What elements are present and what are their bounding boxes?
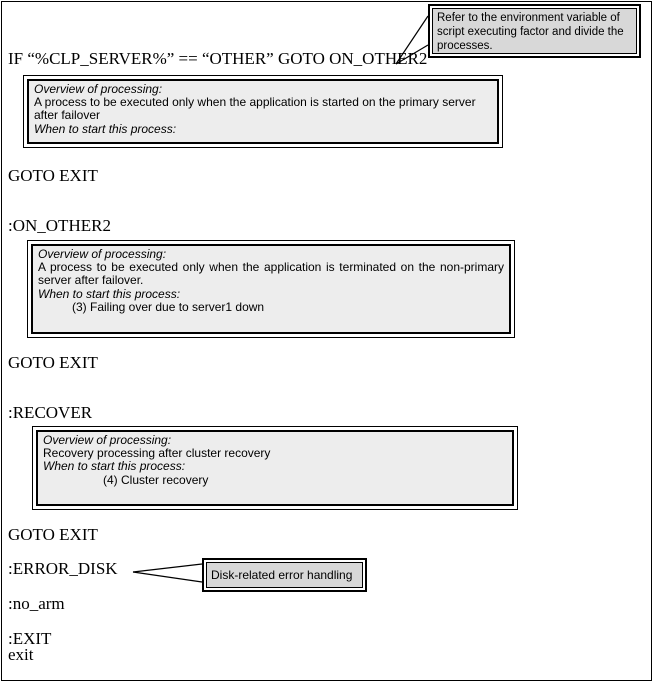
- script-label-no-arm: :no_arm: [8, 594, 65, 613]
- overview-label: Overview of processing:: [38, 247, 167, 261]
- when-to-start-label: When to start this process:: [38, 286, 181, 301]
- when-to-start-item: (3) Failing over due to server1 down: [72, 299, 265, 314]
- overview-text-line: server after failover.: [38, 273, 144, 288]
- overview-text-line: A process to be executed only when the a…: [34, 95, 476, 110]
- script-line-goto-exit-3: GOTO EXIT: [8, 525, 98, 544]
- when-to-start-label: When to start this process:: [43, 459, 186, 474]
- script-line-goto-exit-2: GOTO EXIT: [8, 353, 98, 372]
- script-line-exit-command: exit: [8, 645, 34, 664]
- callout-disk-error-text: Disk-related error handling: [206, 562, 363, 588]
- script-label-error-disk: :ERROR_DISK: [8, 559, 118, 578]
- overview-label: Overview of processing:: [43, 433, 172, 447]
- script-line-if-other: IF “%CLP_SERVER%” == “OTHER” GOTO ON_OTH…: [8, 49, 428, 68]
- overview-box-primary: Overview of processing: A process to be …: [23, 75, 503, 148]
- script-label-on-other2: :ON_OTHER2: [8, 216, 111, 235]
- script-label-exit: :EXIT: [8, 629, 52, 648]
- when-to-start-label: When to start this process:: [34, 121, 177, 136]
- overview-text-line: A process to be executed only when the a…: [38, 260, 504, 275]
- script-label-recover: :RECOVER: [8, 403, 93, 422]
- overview-label: Overview of processing:: [34, 82, 163, 96]
- when-to-start-item: (4) Cluster recovery: [103, 472, 209, 487]
- overview-text-line: Recovery processing after cluster recove…: [43, 446, 271, 461]
- callout-disk-error: Disk-related error handling: [202, 558, 367, 592]
- overview-text-line: after failover: [34, 108, 101, 123]
- callout-env-variable: Refer to the environment variable of scr…: [428, 4, 641, 58]
- callout-env-variable-text: Refer to the environment variable of scr…: [432, 8, 637, 54]
- overview-box-recover: Overview of processing: Recovery process…: [32, 426, 518, 510]
- script-line-goto-exit-1: GOTO EXIT: [8, 166, 98, 185]
- overview-box-non-primary: Overview of processing: A process to be …: [27, 240, 515, 338]
